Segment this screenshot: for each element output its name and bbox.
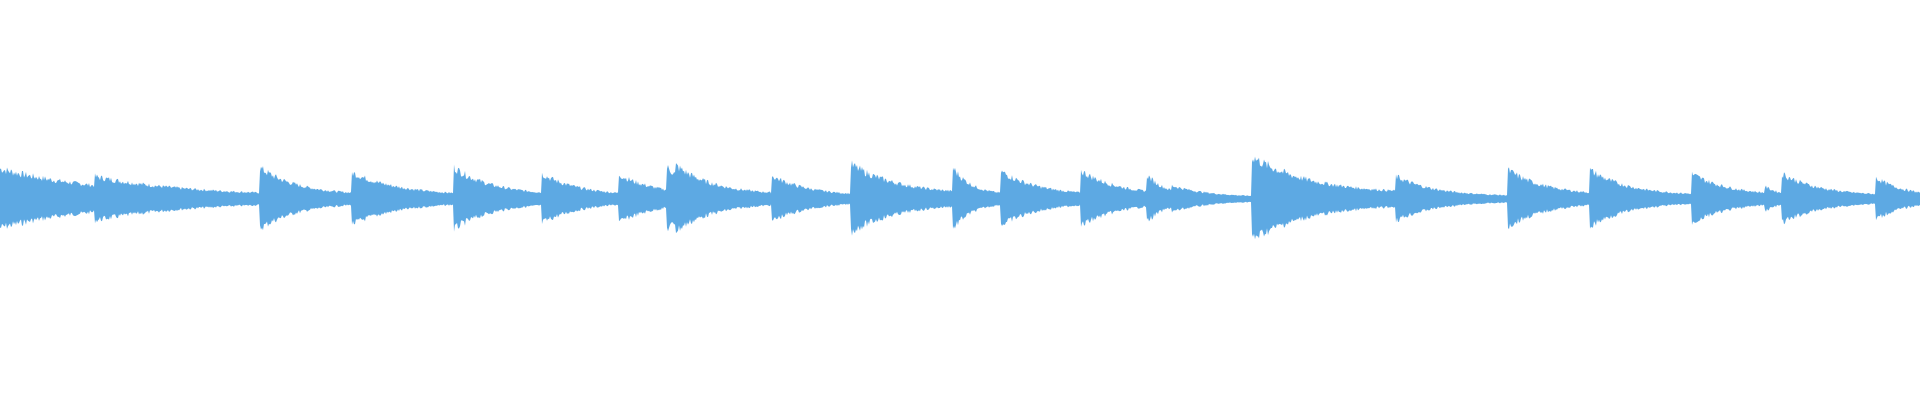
waveform-shape bbox=[0, 156, 1920, 240]
